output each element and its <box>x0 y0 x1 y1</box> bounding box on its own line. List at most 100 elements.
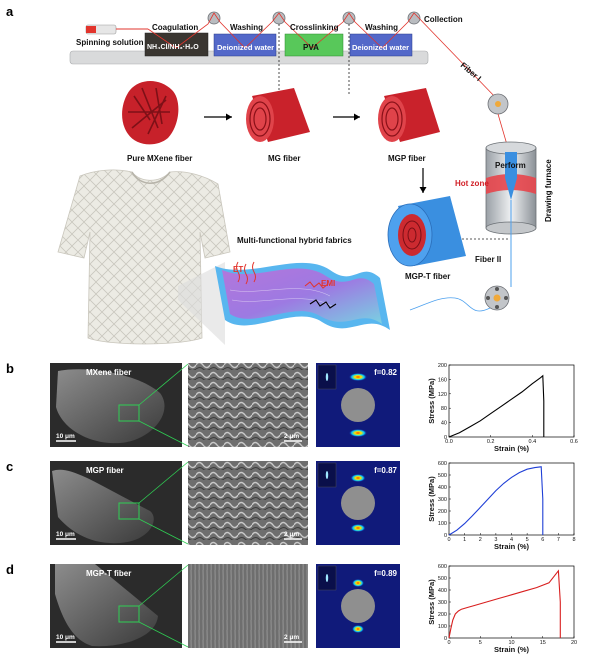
y-axis-label: Stress (MPa) <box>427 378 436 424</box>
pure-mxene-fiber-illustration <box>122 81 179 145</box>
label-washing-2: Washing <box>365 23 398 32</box>
y-tick-label: 40 <box>441 421 447 427</box>
plot-frame <box>448 364 575 438</box>
label-mg-fiber: MG fiber <box>268 154 300 163</box>
orientation-factor: f=0.87 <box>374 466 397 475</box>
y-tick-label: 200 <box>438 612 447 618</box>
x-axis-label: Strain (%) <box>494 542 530 551</box>
label-fiber-ii: Fiber II <box>475 255 501 264</box>
y-tick-label: 200 <box>438 363 447 369</box>
label-spinning-solution: Spinning solution <box>76 38 144 47</box>
label-crosslinking: Crosslinking <box>290 23 339 32</box>
roller-icon <box>407 11 421 25</box>
stress-strain-curve <box>448 466 544 536</box>
x-tick-label: 1 <box>463 537 466 543</box>
label-hybrid-fabrics: Multi-functional hybrid fabrics <box>237 236 352 245</box>
label-drawing-furnace: Drawing furnace <box>544 159 553 222</box>
x-tick-label: 0.6 <box>570 439 578 445</box>
x-axis-label: Strain (%) <box>494 645 530 654</box>
scale-bar-low: 10 μm <box>56 531 75 538</box>
plot-frame <box>448 565 575 639</box>
arrow-icon <box>354 113 360 121</box>
x-tick-label: 10 <box>508 640 514 646</box>
y-tick-label: 500 <box>438 473 447 479</box>
mgp-t-fiber-illustration <box>387 196 466 267</box>
y-tick-label: 500 <box>438 576 447 582</box>
row-b: b MXene fiber 10 μm 2 μm f=0.82 0.0 0.2 0.4 0.6 0… <box>6 361 578 453</box>
arrow-icon <box>419 187 427 193</box>
water-bath-2 <box>349 33 413 57</box>
stress-strain-curve <box>448 374 545 438</box>
y-tick-label: 0 <box>444 636 447 642</box>
x-tick-label: 2 <box>479 537 482 543</box>
waxs-pattern: f=0.82 <box>316 363 400 447</box>
label-et: ET <box>233 265 243 274</box>
y-tick-label: 400 <box>438 485 447 491</box>
label-washing-1: Washing <box>230 23 263 32</box>
x-tick-label: 0 <box>447 537 450 543</box>
panel-label-d: d <box>6 562 14 577</box>
x-tick-label: 6 <box>541 537 544 543</box>
drawing-furnace <box>409 93 537 312</box>
label-coagulation: Coagulation <box>152 23 198 32</box>
pva-bath <box>284 33 344 57</box>
sem-label: MGP-T fiber <box>86 569 131 578</box>
roller-icon <box>207 11 221 25</box>
panel-label-a: a <box>6 4 14 19</box>
label-coag-bath: NH₄Cl/NH₃·H₂O <box>147 44 199 51</box>
x-tick-label: 5 <box>479 640 482 646</box>
mg-fiber-illustration <box>246 88 310 142</box>
y-tick-label: 200 <box>438 509 447 515</box>
scale-bar-low: 10 μm <box>56 634 75 641</box>
panel-label-b: b <box>6 361 14 376</box>
scale-bar-high: 2 μm <box>284 634 299 641</box>
x-tick-label: 0.0 <box>445 439 453 445</box>
sem-low-mag: MXene fiber 10 μm <box>50 363 182 447</box>
label-pure-mxene-fiber: Pure MXene fiber <box>127 154 192 163</box>
sem-label: MXene fiber <box>86 368 131 377</box>
orientation-factor: f=0.89 <box>374 569 397 578</box>
y-tick-label: 0 <box>444 533 447 539</box>
production-line: Spinning solution Coagulation NH₄Cl/NH₃·… <box>69 11 499 101</box>
sem-label: MGP fiber <box>86 466 124 475</box>
sem-high-mag: 2 μm <box>188 461 308 545</box>
x-tick-label: 0.4 <box>529 439 537 445</box>
orientation-factor: f=0.82 <box>374 368 397 377</box>
y-tick-label: 100 <box>438 521 447 527</box>
mgp-fiber-illustration <box>378 88 440 142</box>
scale-bar-high: 2 μm <box>284 531 299 538</box>
y-tick-label: 600 <box>438 461 447 467</box>
plot-frame <box>448 462 575 536</box>
label-fiber-i: Fiber I <box>459 61 483 83</box>
x-tick-label: 8 <box>572 537 575 543</box>
sem-low-mag: MGP-T fiber 10 μm <box>50 564 182 648</box>
label-mgp-fiber: MGP fiber <box>388 154 426 163</box>
waxs-pattern: f=0.89 <box>316 564 400 648</box>
coagulation-bath <box>144 32 209 57</box>
y-tick-label: 100 <box>438 624 447 630</box>
y-tick-label: 600 <box>438 564 447 570</box>
x-tick-label: 0.2 <box>487 439 495 445</box>
x-axis-label: Strain (%) <box>494 444 530 453</box>
sem-high-mag: 2 μm <box>188 564 308 648</box>
y-tick-label: 300 <box>438 600 447 606</box>
sem-high-mag: 2 μm <box>188 363 308 447</box>
sem-low-mag: MGP fiber 10 μm <box>50 461 182 545</box>
label-water-1: Deionized water <box>217 43 274 52</box>
label-water-2: Deionized water <box>352 43 409 52</box>
y-tick-label: 120 <box>438 392 447 398</box>
x-tick-label: 7 <box>557 537 560 543</box>
scale-bar-low: 10 μm <box>56 433 75 440</box>
hybrid-fabric-illustration <box>215 261 390 330</box>
label-mgp-t-fiber: MGP-T fiber <box>405 272 450 281</box>
x-tick-label: 5 <box>526 537 529 543</box>
y-tick-label: 160 <box>438 377 447 383</box>
y-tick-label: 0 <box>444 435 447 441</box>
x-tick-label: 0 <box>447 640 450 646</box>
x-tick-label: 3 <box>494 537 497 543</box>
